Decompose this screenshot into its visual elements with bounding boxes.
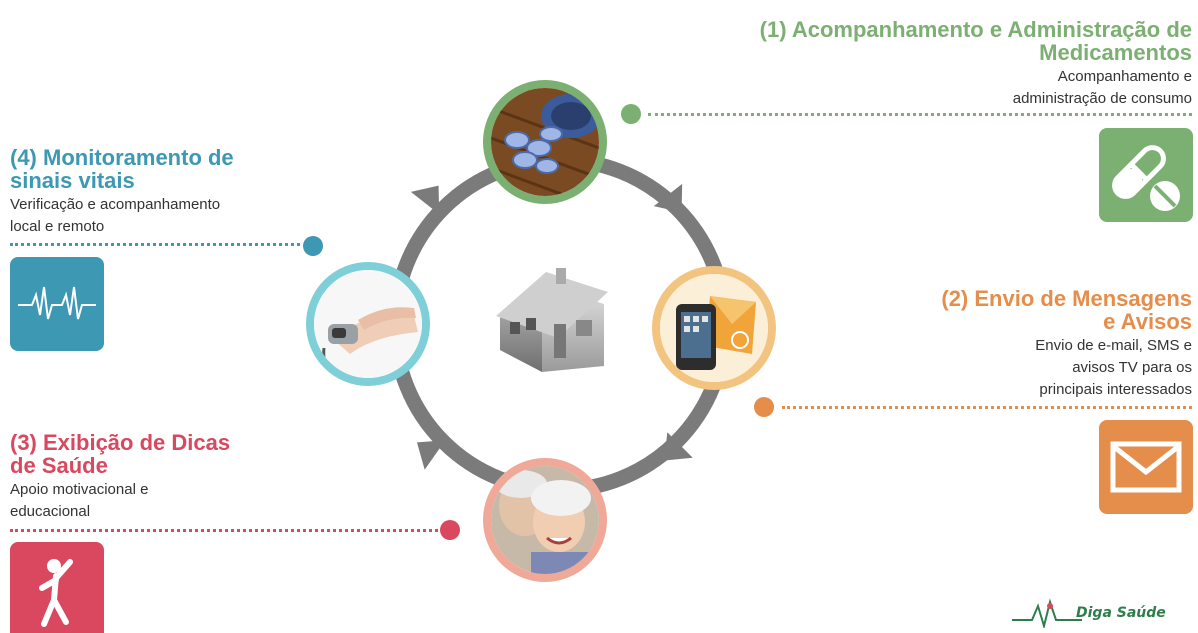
- item-1-connector-dot: [621, 104, 641, 124]
- pills-photo: [483, 80, 607, 204]
- exercise-person-icon: [10, 542, 104, 633]
- logo-text: Diga Saúde: [1076, 605, 1166, 621]
- arrow-head-bottom-left: [416, 440, 446, 470]
- item-2-description-line2: avisos TV para os: [1072, 359, 1192, 376]
- pulse-oximeter-photo: [306, 262, 430, 386]
- item-3-block: (3) Exibição de Dicas de Saúde Apoio mot…: [10, 431, 310, 523]
- item-1-dotted-line: [648, 113, 1192, 116]
- heartbeat-icon: [10, 257, 104, 351]
- item-3-dotted-line: [10, 529, 438, 532]
- item-3-connector-dot: [440, 520, 460, 540]
- item-2-title-line1: (2) Envio de Mensagens: [941, 286, 1192, 311]
- elderly-couple-photo: [483, 458, 607, 582]
- arrow-head-top-right: [653, 183, 683, 213]
- item-2-connector-dot: [754, 397, 774, 417]
- item-2-title-line2: e Avisos: [1103, 309, 1192, 334]
- envelope-icon: [1099, 420, 1193, 514]
- house-icon: [492, 262, 612, 382]
- item-2-dotted-line: [782, 406, 1192, 409]
- item-1-title-line2: Medicamentos: [1039, 40, 1192, 65]
- item-4-description-line2: local e remoto: [10, 218, 105, 235]
- item-2-block: (2) Envio de Mensagens e Avisos Envio de…: [840, 287, 1192, 401]
- phone-mail-photo: [652, 266, 776, 390]
- pills-icon: [1099, 128, 1193, 222]
- item-4-title-line1: (4) Monitoramento de: [10, 145, 234, 170]
- item-1-block: (1) Acompanhamento e Administração de Me…: [640, 18, 1192, 110]
- item-2-description-line1: Envio de e-mail, SMS e: [1035, 337, 1192, 354]
- item-3-title-line1: (3) Exibição de Dicas: [10, 430, 231, 455]
- item-1-description-line2: administração de consumo: [1012, 90, 1192, 107]
- item-4-description-line1: Verificação e acompanhamento: [10, 196, 221, 213]
- arrow-head-bottom-right: [664, 432, 693, 461]
- item-2-description-line3: principais interessados: [1039, 381, 1192, 398]
- item-4-title-line2: sinais vitais: [10, 168, 135, 193]
- item-4-block: (4) Monitoramento de sinais vitais Verif…: [10, 146, 330, 238]
- item-4-connector-dot: [303, 236, 323, 256]
- item-3-description-line2: educacional: [10, 503, 91, 520]
- item-3-title-line2: de Saúde: [10, 453, 108, 478]
- item-1-description-line1: Acompanhamento e: [1057, 68, 1192, 85]
- arrow-head-top-left: [410, 185, 440, 215]
- diga-saude-logo: Diga Saúde: [1012, 598, 1192, 628]
- item-3-description-line1: Apoio motivacional e: [10, 481, 149, 498]
- item-4-dotted-line: [10, 243, 300, 246]
- item-1-title-line1: (1) Acompanhamento e Administração de: [759, 17, 1192, 42]
